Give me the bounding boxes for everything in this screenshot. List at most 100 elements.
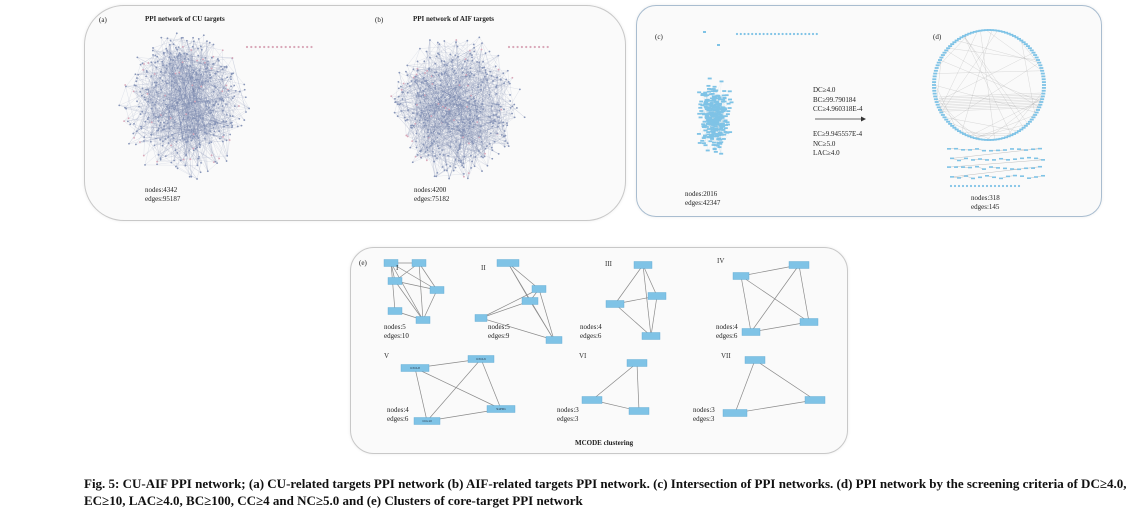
network-b-edge — [417, 92, 443, 123]
network-a-edge — [162, 86, 180, 130]
network-d-node — [932, 89, 937, 92]
network-b-edge — [437, 42, 483, 68]
network-a-edge — [175, 104, 183, 107]
network-b-edge — [457, 107, 517, 127]
network-d-edge — [974, 114, 1036, 139]
network-a-node — [163, 128, 165, 131]
network-a-edge — [172, 67, 201, 146]
network-a-node — [222, 135, 224, 138]
network-c-node — [713, 150, 718, 153]
network-a-edge — [215, 58, 219, 88]
network-a-edge — [133, 127, 232, 134]
network-d-edge — [980, 30, 995, 140]
network-a-edge — [133, 91, 192, 177]
network-a-edge — [140, 126, 211, 132]
network-b-edge — [400, 73, 504, 104]
network-a-edge — [158, 133, 196, 155]
network-a-edge — [141, 66, 222, 96]
network-a-node — [210, 141, 213, 144]
network-c-node — [719, 127, 724, 130]
cluster-node — [744, 356, 766, 364]
network-b-edge — [419, 85, 469, 152]
network-d-small-node — [1034, 176, 1038, 178]
network-c-node — [711, 99, 716, 102]
network-a-edge — [158, 133, 196, 155]
network-b-edge — [464, 61, 494, 82]
network-b-edge — [432, 37, 480, 76]
network-a-edge — [222, 79, 238, 127]
network-a-node — [226, 154, 229, 157]
network-a-edge — [145, 97, 246, 100]
network-a-node — [183, 57, 186, 60]
network-b-edge — [431, 142, 435, 177]
network-c-node — [701, 137, 706, 139]
network-a-node — [230, 85, 233, 88]
network-a-edge — [227, 140, 230, 156]
network-a-node — [144, 164, 146, 166]
network-a-edge — [179, 86, 193, 124]
network-a-node — [212, 126, 215, 129]
network-a-node — [185, 141, 187, 144]
network-d-node — [932, 92, 937, 95]
network-b-node — [423, 136, 426, 138]
network-a-edge — [154, 145, 161, 160]
network-a-edge — [156, 124, 215, 131]
network-b-edge — [468, 79, 501, 174]
network-a-edge — [138, 38, 168, 75]
network-a-node — [165, 105, 168, 108]
network-d-edge — [938, 97, 1042, 102]
cluster-edge — [750, 264, 800, 333]
network-a-edge — [124, 110, 224, 122]
network-a-node — [198, 143, 201, 145]
panel-a-title: PPI network of CU targets — [145, 15, 225, 23]
network-d-node — [1038, 103, 1043, 106]
network-b-node — [441, 166, 444, 168]
cluster-node — [496, 259, 520, 267]
network-d-small-node — [999, 177, 1003, 180]
network-b-edge — [429, 57, 468, 107]
isolated-node-a — [271, 45, 274, 49]
network-a-node — [134, 143, 137, 146]
network-b-edge — [462, 72, 497, 87]
network-a-edge — [152, 55, 179, 103]
network-b-edge — [401, 92, 427, 161]
network-a-edge — [140, 64, 194, 71]
network-c-node — [725, 121, 730, 124]
network-b-edge — [477, 109, 484, 123]
network-a-edge — [152, 82, 195, 103]
network-c-node — [707, 77, 712, 80]
network-c-node — [711, 88, 716, 90]
network-b-node — [390, 95, 393, 98]
network-a-node — [210, 154, 213, 157]
network-b-edge — [438, 49, 482, 105]
network-d-node — [981, 29, 986, 32]
network-b-node — [397, 87, 400, 90]
network-a-edge — [190, 65, 194, 102]
network-b-node — [401, 98, 404, 100]
network-d-isolated-node — [985, 184, 989, 188]
network-c-node — [697, 142, 702, 144]
network-b-node — [476, 121, 479, 124]
isolated-node-c — [796, 32, 799, 36]
network-a-edge — [192, 84, 203, 124]
network-d-node — [942, 116, 947, 119]
network-b-edge — [428, 155, 464, 164]
network-a-node — [214, 72, 217, 75]
network-a-edge — [169, 56, 228, 126]
network-a-edge — [143, 77, 228, 156]
network-c-node — [704, 117, 709, 120]
network-a-node — [180, 121, 182, 124]
network-b-edge — [471, 95, 501, 107]
network-b-node — [419, 114, 422, 117]
network-a-edge — [222, 100, 227, 141]
cluster-numeral: I — [396, 264, 399, 272]
network-a-node — [165, 67, 168, 70]
network-a-edge — [196, 82, 202, 98]
network-b-node — [499, 78, 502, 81]
network-b-edge — [468, 70, 508, 73]
network-a-edge — [200, 86, 202, 119]
network-b-edge — [416, 121, 496, 148]
network-a-edge — [191, 49, 196, 149]
network-b-node — [480, 125, 482, 128]
network-a-edge — [218, 60, 231, 77]
